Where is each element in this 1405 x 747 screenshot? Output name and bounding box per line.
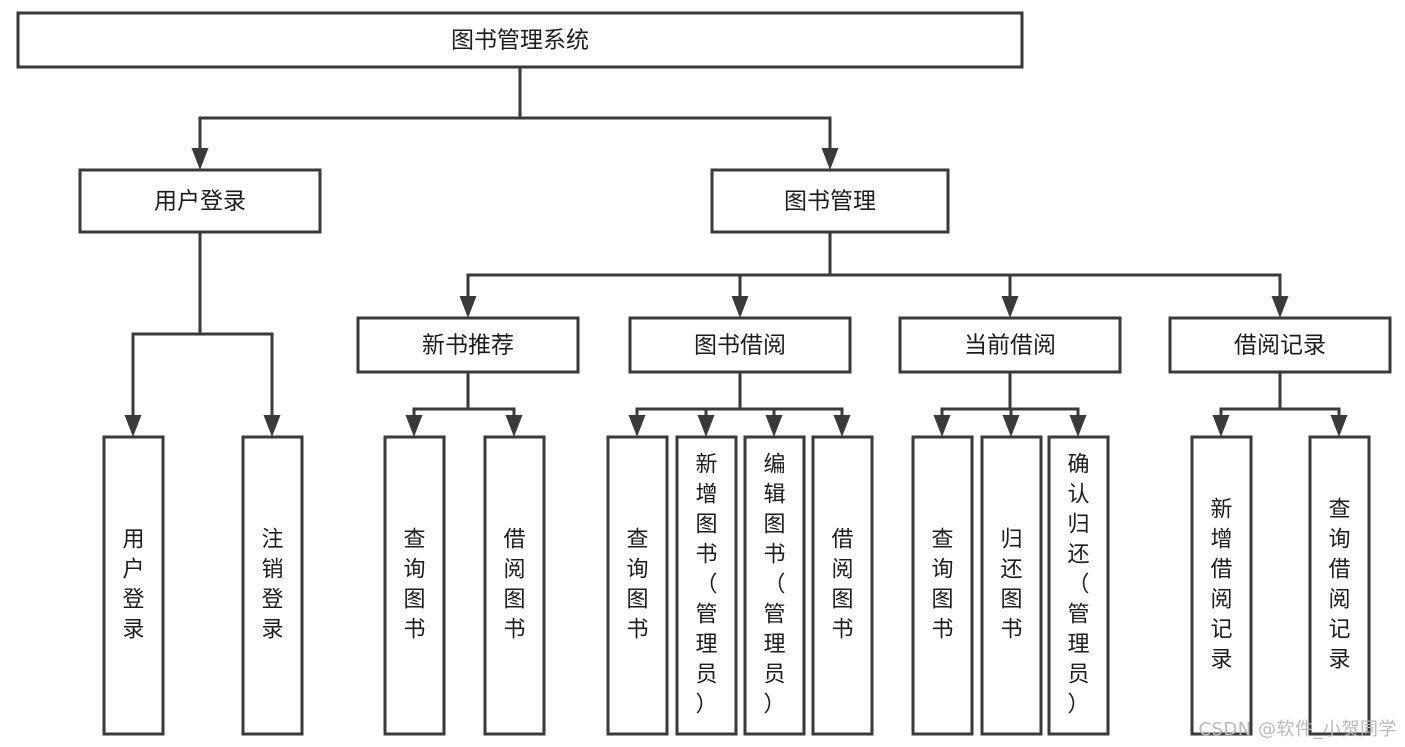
node-label-leaf-add-borrow-record: 新增借阅记录 — [1210, 498, 1232, 673]
node-label-new-book-recommend: 新书推荐 — [422, 333, 514, 359]
node-leaf-query-borrow-record[interactable]: 查询借阅记录 — [1308, 435, 1371, 736]
node-leaf-add-borrow-record[interactable]: 新增借阅记录 — [1190, 435, 1253, 736]
node-label-leaf-add-book: 新增图书（管理员） — [695, 453, 717, 718]
node-box-user-login[interactable] — [78, 168, 322, 234]
connector-book-management-split — [459, 230, 1289, 318]
node-book-management[interactable]: 图书管理 — [710, 168, 950, 234]
node-label-leaf-logout: 注销登录 — [261, 528, 283, 643]
node-label-leaf-return-book: 归还图书 — [1000, 528, 1022, 643]
node-label-leaf-edit-book: 编辑图书（管理员） — [763, 453, 785, 718]
node-box-book-borrow[interactable] — [628, 316, 852, 374]
node-label-leaf-borrow-book: 借阅图书 — [831, 528, 853, 643]
node-box-leaf-borrow-book-recommend[interactable] — [483, 435, 546, 736]
node-box-borrow-record[interactable] — [1168, 316, 1392, 374]
node-label-user-login: 用户登录 — [154, 189, 246, 215]
node-label-borrow-record: 借阅记录 — [1234, 333, 1326, 359]
connector-book-borrow-split — [628, 370, 851, 437]
node-leaf-confirm-return[interactable]: 确认归还（管理员） — [1047, 435, 1110, 736]
node-box-leaf-confirm-return[interactable] — [1047, 435, 1110, 736]
node-label-leaf-confirm-return: 确认归还（管理员） — [1067, 453, 1089, 718]
node-leaf-borrow-book-recommend[interactable]: 借阅图书 — [483, 435, 546, 736]
node-box-leaf-query-book-recommend[interactable] — [383, 435, 446, 736]
node-leaf-query-book-borrow[interactable]: 查询图书 — [606, 435, 669, 736]
node-layer: 图书管理系统用户登录图书管理新书推荐图书借阅当前借阅借阅记录用户登录注销登录查询… — [16, 11, 1392, 736]
node-root[interactable]: 图书管理系统 — [16, 11, 1024, 69]
node-box-current-borrow[interactable] — [898, 316, 1122, 374]
connector-borrow-record-split — [1212, 370, 1348, 437]
node-user-login[interactable]: 用户登录 — [78, 168, 322, 234]
node-leaf-return-book[interactable]: 归还图书 — [980, 435, 1043, 736]
node-box-leaf-user-login[interactable] — [102, 435, 165, 736]
node-label-leaf-query-book-current: 查询图书 — [931, 528, 953, 643]
connector-root-split — [191, 65, 839, 170]
node-leaf-logout[interactable]: 注销登录 — [241, 435, 304, 736]
node-new-book-recommend[interactable]: 新书推荐 — [356, 316, 580, 374]
node-box-book-management[interactable] — [710, 168, 950, 234]
node-label-leaf-query-book-recommend: 查询图书 — [403, 528, 425, 643]
node-label-root: 图书管理系统 — [451, 28, 589, 54]
node-leaf-query-book-current[interactable]: 查询图书 — [911, 435, 974, 736]
connector-user-login-split — [124, 230, 281, 437]
node-box-leaf-edit-book[interactable] — [743, 435, 806, 736]
node-box-leaf-logout[interactable] — [241, 435, 304, 736]
node-box-leaf-borrow-book[interactable] — [811, 435, 874, 736]
node-box-leaf-query-book-current[interactable] — [911, 435, 974, 736]
node-leaf-query-book-recommend[interactable]: 查询图书 — [383, 435, 446, 736]
node-label-book-management: 图书管理 — [784, 189, 876, 215]
node-box-leaf-query-book-borrow[interactable] — [606, 435, 669, 736]
node-borrow-record[interactable]: 借阅记录 — [1168, 316, 1392, 374]
connector-layer — [124, 65, 1348, 437]
csdn-watermark: CSDN @软件_小贺同学 — [1198, 719, 1397, 740]
node-label-leaf-query-book-borrow: 查询图书 — [626, 528, 648, 643]
node-book-borrow[interactable]: 图书借阅 — [628, 316, 852, 374]
connector-new-book-recommend-split — [405, 370, 523, 437]
node-label-leaf-query-borrow-record: 查询借阅记录 — [1328, 498, 1350, 673]
node-box-new-book-recommend[interactable] — [356, 316, 580, 374]
node-leaf-borrow-book[interactable]: 借阅图书 — [811, 435, 874, 736]
node-label-book-borrow: 图书借阅 — [694, 333, 786, 359]
connector-current-borrow-split — [933, 370, 1087, 437]
node-box-leaf-return-book[interactable] — [980, 435, 1043, 736]
node-leaf-add-book[interactable]: 新增图书（管理员） — [675, 435, 738, 736]
node-current-borrow[interactable]: 当前借阅 — [898, 316, 1122, 374]
node-box-leaf-add-borrow-record[interactable] — [1190, 435, 1253, 736]
node-leaf-edit-book[interactable]: 编辑图书（管理员） — [743, 435, 806, 736]
node-label-leaf-borrow-book-recommend: 借阅图书 — [503, 528, 525, 643]
node-leaf-user-login[interactable]: 用户登录 — [102, 435, 165, 736]
node-box-root[interactable] — [16, 11, 1024, 69]
node-box-leaf-query-borrow-record[interactable] — [1308, 435, 1371, 736]
node-box-leaf-add-book[interactable] — [675, 435, 738, 736]
node-label-current-borrow: 当前借阅 — [964, 333, 1056, 359]
node-label-leaf-user-login: 用户登录 — [122, 528, 144, 643]
